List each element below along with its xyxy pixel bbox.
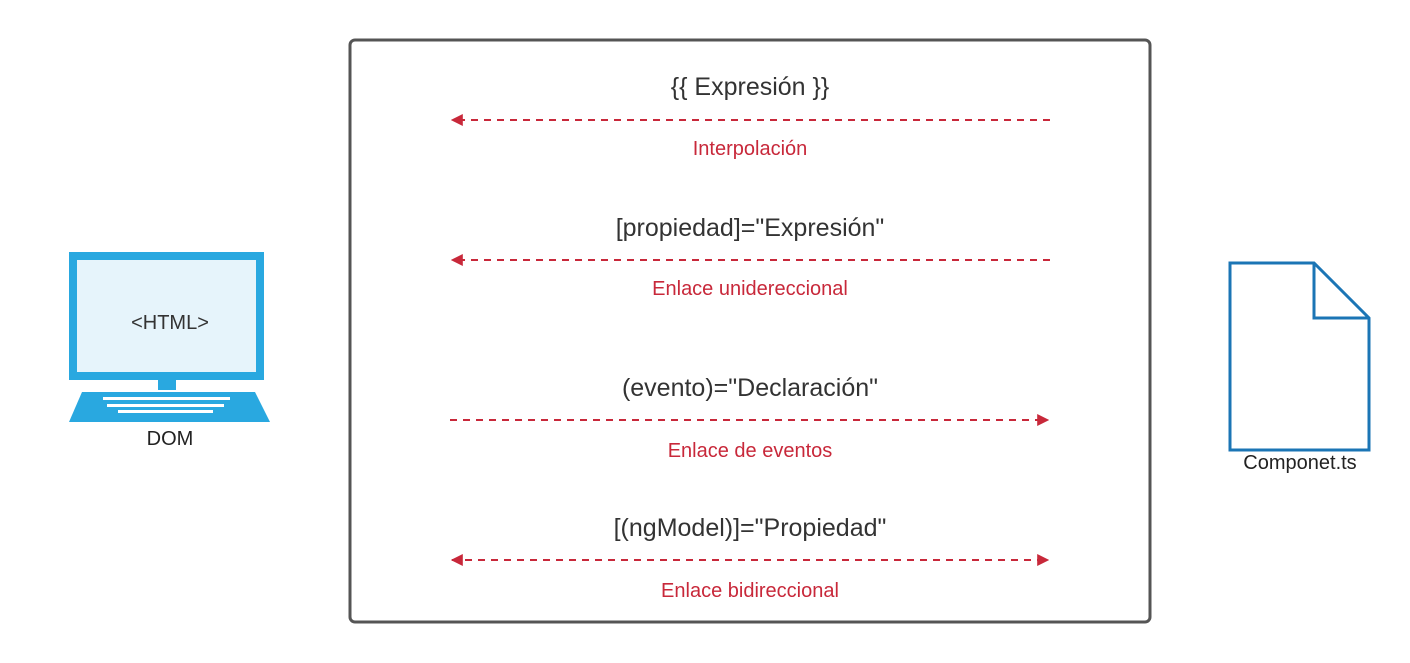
binding-expression: (evento)="Declaración" (622, 374, 878, 402)
binding-label: Enlace de eventos (668, 440, 833, 462)
screen-html-label: <HTML> (131, 312, 209, 334)
file-icon (1228, 261, 1371, 452)
binding-container (348, 38, 1152, 624)
component-label: Componet.ts (1243, 452, 1356, 474)
computer-icon (69, 252, 270, 422)
binding-expression: {{ Expresión }} (671, 73, 829, 101)
binding-expression: [propiedad]="Expresión" (616, 214, 885, 242)
dom-label: DOM (147, 428, 194, 450)
binding-label: Enlace bidireccional (661, 580, 839, 602)
binding-label: Interpolación (693, 138, 808, 160)
binding-label: Enlace unidereccional (652, 278, 848, 300)
binding-expression: [(ngModel)]="Propiedad" (614, 514, 887, 542)
